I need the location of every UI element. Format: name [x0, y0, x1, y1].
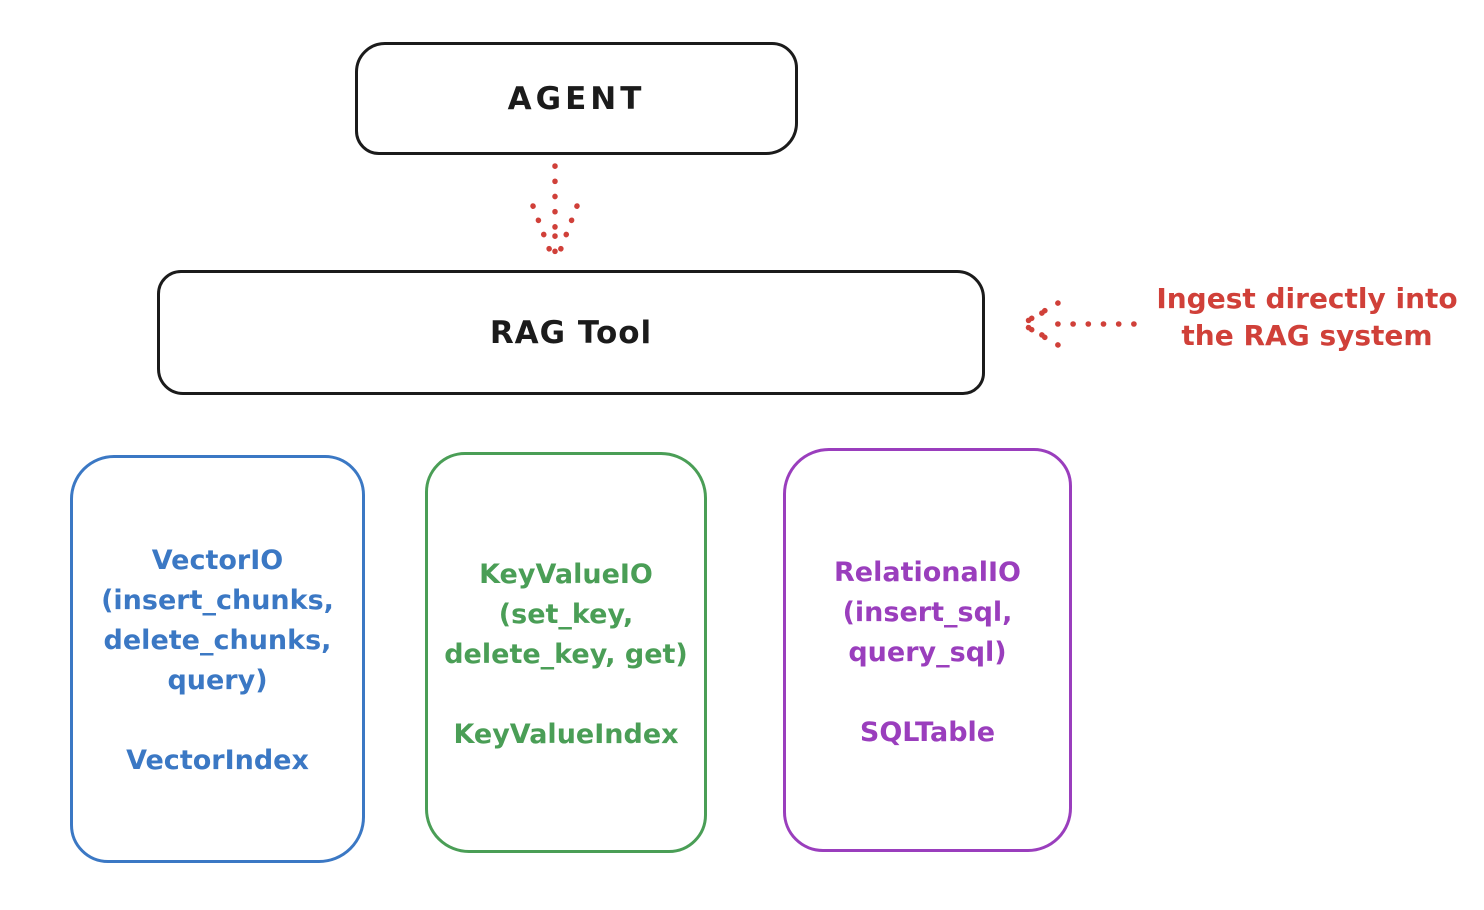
vector-index-label: VectorIndex: [126, 745, 309, 776]
agent-box: AGENT: [355, 42, 798, 155]
keyvalue-io-line: delete_key, get): [444, 639, 688, 670]
vector-io-line: (insert_chunks,: [101, 585, 334, 616]
ingest-arrow-icon: [1019, 300, 1137, 348]
relational-io-line: query_sql): [848, 637, 1007, 668]
relational-io-line: (insert_sql,: [842, 597, 1013, 628]
vector-io-line: delete_chunks,: [103, 625, 332, 656]
vector-io-box: VectorIO (insert_chunks, delete_chunks, …: [70, 455, 365, 863]
keyvalue-io-line: (set_key,: [498, 599, 634, 630]
vector-io-text: VectorIO (insert_chunks, delete_chunks, …: [73, 541, 362, 781]
sql-table-label: SQLTable: [859, 717, 996, 748]
keyvalue-io-box: KeyValueIO (set_key, delete_key, get) Ke…: [425, 452, 707, 853]
relational-io-line: RelationalIO: [834, 557, 1021, 588]
keyvalue-io-line: KeyValueIO: [479, 559, 653, 590]
rag-tool-box: RAG Tool: [157, 270, 985, 395]
ingest-annotation-line1: Ingest directly into: [1156, 282, 1458, 315]
vector-io-line: query): [167, 665, 268, 696]
vector-io-line: VectorIO: [151, 545, 284, 576]
rag-tool-label: RAG Tool: [489, 314, 653, 351]
keyvalue-index-label: KeyValueIndex: [453, 719, 679, 750]
relational-io-box: RelationalIO (insert_sql, query_sql) SQL…: [783, 448, 1072, 852]
agent-label: AGENT: [507, 80, 646, 117]
agent-to-rag-arrow-icon: [530, 163, 580, 263]
ingest-annotation-line2: the RAG system: [1181, 319, 1433, 352]
relational-io-text: RelationalIO (insert_sql, query_sql) SQL…: [786, 553, 1069, 753]
ingest-annotation: Ingest directly into the RAG system: [1140, 280, 1474, 354]
keyvalue-io-text: KeyValueIO (set_key, delete_key, get) Ke…: [428, 555, 704, 755]
